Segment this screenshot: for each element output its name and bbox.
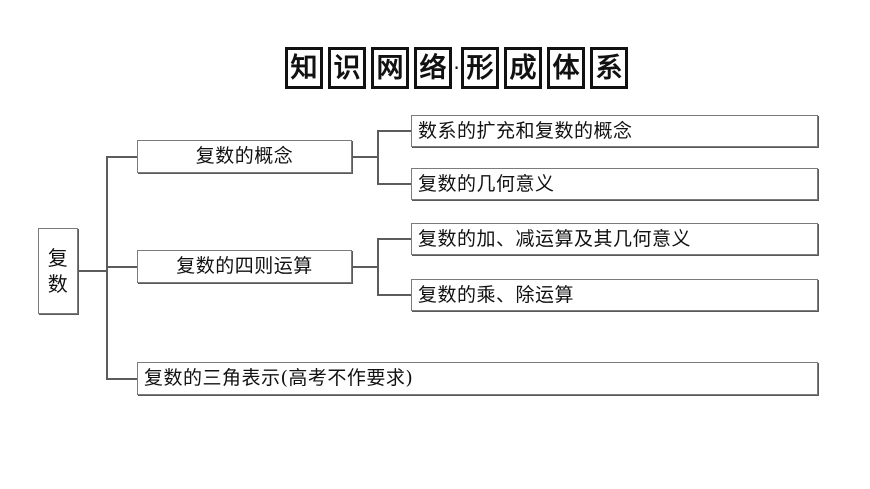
node-four-arithmetic-operations[interactable]: 复数的四则运算 xyxy=(137,250,352,283)
title-char-4: 络 xyxy=(414,47,452,89)
title-char-1: 知 xyxy=(285,47,323,89)
title-separator-dot: · xyxy=(453,56,460,80)
connector-concept-bracket xyxy=(377,130,379,184)
root-label-char-1: 复 xyxy=(47,246,69,270)
connector-trunk xyxy=(106,157,108,379)
node-trigonometric-representation[interactable]: 复数的三角表示(高考不作要求) xyxy=(137,362,818,395)
title-char-8: 系 xyxy=(590,47,628,89)
node-number-system-extension[interactable]: 数系的扩充和复数的概念 xyxy=(411,115,818,147)
connector-trunk-to-concept xyxy=(106,156,138,158)
page-title: 知 识 网 络 · 形 成 体 系 xyxy=(285,47,633,89)
connector-arith-stub xyxy=(352,266,379,268)
root-label-char-2: 数 xyxy=(47,272,69,296)
connector-concept-to-ext xyxy=(377,130,412,132)
connector-arith-to-muldiv xyxy=(377,294,412,296)
title-char-2: 识 xyxy=(328,47,366,89)
connector-trunk-to-trig xyxy=(106,378,138,380)
connector-trunk-to-arith xyxy=(106,266,138,268)
connector-arith-bracket xyxy=(377,238,379,295)
title-char-7: 体 xyxy=(547,47,585,89)
node-complex-number-concept[interactable]: 复数的概念 xyxy=(137,140,352,173)
connector-concept-stub xyxy=(352,156,379,158)
connector-concept-to-geom xyxy=(377,183,412,185)
node-multiplication-division[interactable]: 复数的乘、除运算 xyxy=(411,279,818,311)
node-addition-subtraction[interactable]: 复数的加、减运算及其几何意义 xyxy=(411,223,818,255)
connector-arith-to-addsub xyxy=(377,238,412,240)
connector-root-stub xyxy=(78,270,108,272)
title-char-5: 形 xyxy=(461,47,499,89)
title-char-3: 网 xyxy=(371,47,409,89)
title-char-6: 成 xyxy=(504,47,542,89)
node-geometric-meaning[interactable]: 复数的几何意义 xyxy=(411,168,818,200)
node-root-complex-numbers[interactable]: 复 数 xyxy=(38,228,78,314)
